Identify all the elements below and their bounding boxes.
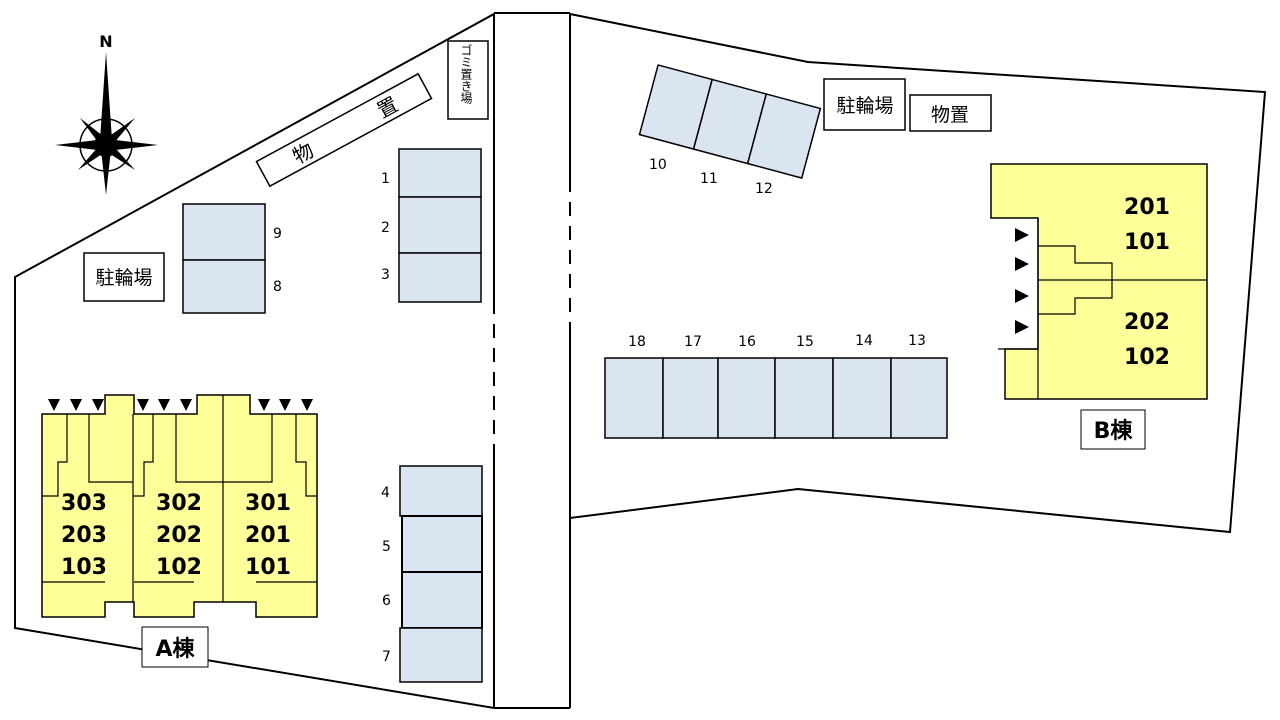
parking-space-16 (717, 357, 776, 439)
building-a-label-box (141, 626, 209, 668)
unit-202-b: 202 (1124, 310, 1170, 335)
parking-space-7 (399, 627, 483, 683)
building-b-label-box (1080, 409, 1146, 450)
parking-label-1: 1 (381, 171, 390, 187)
unit-103: 103 (61, 555, 107, 580)
building-b-footprint (990, 163, 1208, 400)
parking-label-3: 3 (381, 267, 390, 283)
parking-space-3 (398, 252, 482, 303)
unit-301: 301 (245, 491, 291, 516)
parking-row-10-12 (638, 64, 822, 179)
parking-space-18 (604, 357, 664, 439)
unit-102-a: 102 (156, 555, 202, 580)
parking-label-7: 7 (382, 649, 391, 665)
unit-101-b: 101 (1124, 230, 1170, 255)
parking-label-5: 5 (382, 539, 391, 555)
parking-space-17 (662, 357, 719, 439)
unit-303: 303 (61, 491, 107, 516)
storage-east (909, 94, 992, 132)
parking-label-2: 2 (381, 220, 390, 236)
unit-201-a: 201 (245, 523, 291, 548)
parking-space-14 (832, 357, 892, 439)
parking-label-17: 17 (684, 334, 702, 350)
parking-label-8: 8 (273, 279, 282, 295)
compass-north-label: N (99, 32, 112, 51)
building-b (990, 163, 1208, 400)
storage-diagonal: 物 置 (255, 72, 433, 188)
compass-icon (55, 52, 158, 195)
parking-label-11: 11 (700, 171, 718, 187)
bicycle-parking-east (823, 78, 906, 131)
garbage-area-label: ゴミ置き場 (459, 43, 473, 105)
parking-label-10: 10 (649, 157, 667, 173)
garbage-area (447, 40, 489, 120)
unit-102-b: 102 (1124, 345, 1170, 370)
parking-label-15: 15 (796, 334, 814, 350)
building-a-entrance-arrows (48, 399, 313, 411)
parking-space-8 (182, 259, 266, 314)
parking-space-2 (398, 196, 482, 254)
unit-203: 203 (61, 523, 107, 548)
building-b-label: B棟 (1094, 418, 1134, 444)
building-b-entrance-arrows (1015, 228, 1029, 334)
parking-space-9 (182, 203, 266, 261)
parking-label-6: 6 (382, 593, 391, 609)
bicycle-parking-west-label: 駐輪場 (95, 267, 152, 289)
unit-101-a: 101 (245, 555, 291, 580)
parking-space-5 (401, 515, 483, 573)
parking-space-6 (401, 571, 483, 629)
parking-label-9: 9 (273, 226, 282, 242)
parking-space-12 (746, 93, 822, 179)
bicycle-parking-west (83, 252, 165, 302)
building-a-footprint (41, 394, 318, 618)
unit-202-a: 202 (156, 523, 202, 548)
bicycle-parking-east-label: 駐輪場 (836, 95, 893, 117)
unit-302: 302 (156, 491, 202, 516)
parking-space-13 (890, 357, 948, 439)
parking-label-14: 14 (855, 333, 873, 349)
parking-label-18: 18 (628, 334, 646, 350)
parking-space-15 (774, 357, 834, 439)
building-a-label: A棟 (155, 636, 195, 662)
parking-space-4 (399, 465, 483, 517)
building-a (41, 394, 318, 618)
storage-east-label: 物置 (931, 104, 969, 126)
parking-label-13: 13 (908, 333, 926, 349)
parking-label-4: 4 (381, 485, 390, 501)
unit-201-b: 201 (1124, 195, 1170, 220)
parking-space-1 (398, 148, 482, 198)
parking-label-12: 12 (755, 181, 773, 197)
parking-label-16: 16 (738, 334, 756, 350)
